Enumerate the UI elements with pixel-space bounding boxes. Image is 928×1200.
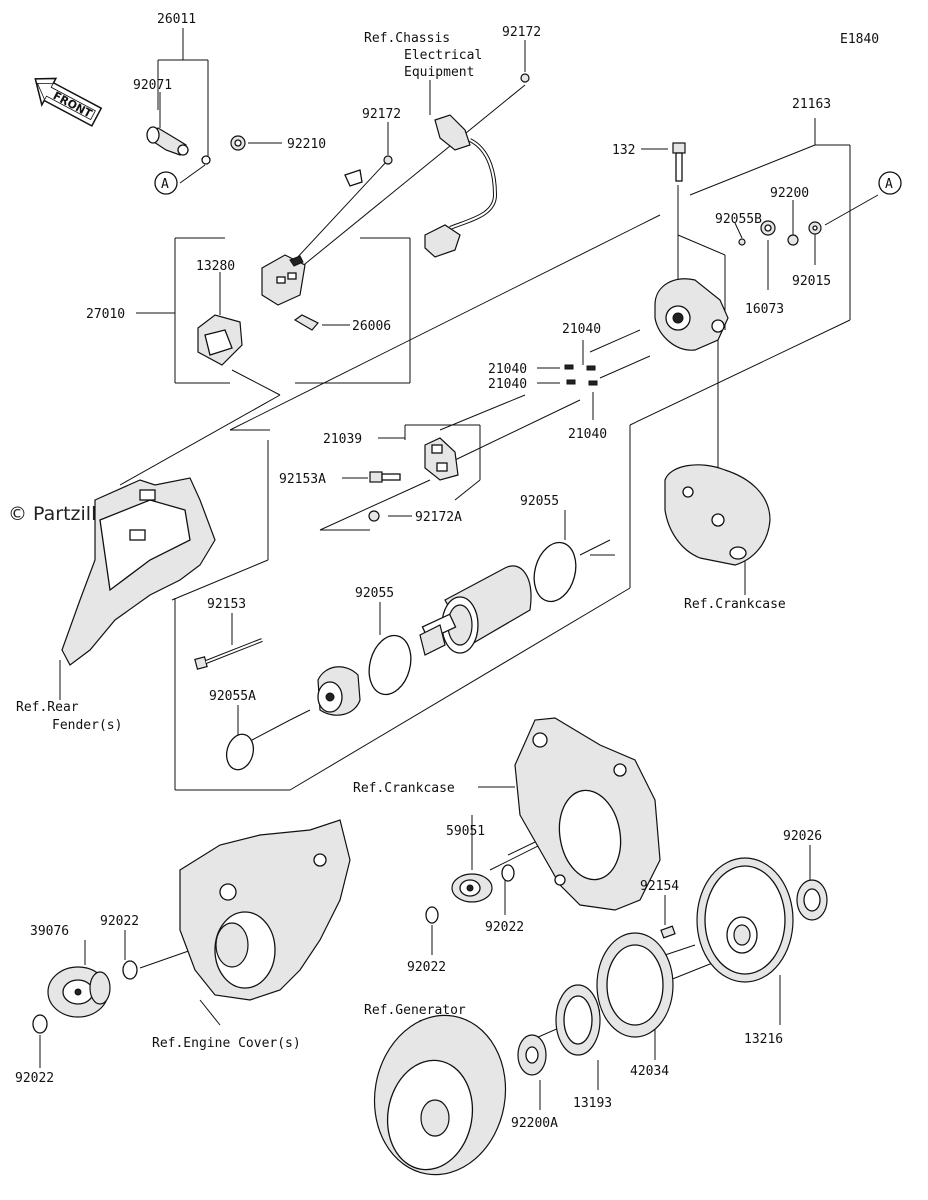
- bearing-92026: [796, 879, 828, 921]
- part-92022-mid-right: 92022: [485, 920, 524, 935]
- reference-labels: Ref.Chassis Electrical Equipment Ref.Rea…: [16, 31, 786, 1051]
- part-21040-c: 21040: [488, 377, 527, 392]
- ref-rear-fender-line2: Fender(s): [52, 718, 122, 733]
- part-13193: 13193: [573, 1096, 612, 1111]
- callout-a-left: A: [154, 171, 178, 195]
- part-21163: 21163: [792, 97, 831, 112]
- one-way-clutch-13193: [555, 984, 601, 1056]
- front-arrow-icon: FRONT: [34, 77, 103, 127]
- ref-chassis-line3: Equipment: [404, 65, 474, 80]
- leader-lines: [39, 28, 879, 1110]
- part-92015: 92015: [792, 274, 831, 289]
- callout-a-left-label: A: [161, 177, 169, 192]
- washer-92022-mid-left: [425, 906, 439, 924]
- bolt-92153: [194, 638, 263, 670]
- part-13216: 13216: [744, 1032, 783, 1047]
- chassis-harness: [424, 114, 498, 258]
- part-21040-d: 21040: [568, 427, 607, 442]
- part-labels: 26011 92071 92210 92172 92172 13280 2701…: [15, 12, 831, 1131]
- screw-92172A: [368, 510, 380, 522]
- part-39076: 39076: [30, 924, 69, 939]
- part-92022-left: 92022: [100, 914, 139, 929]
- ref-chassis-line2: Electrical: [404, 48, 482, 63]
- bolt-92172-top: [520, 73, 530, 83]
- bolt-92153A: [369, 471, 401, 483]
- ref-rear-fender-line1: Ref.Rear: [16, 700, 79, 715]
- starter-motor-body: [419, 565, 532, 656]
- bolt-132: [672, 142, 686, 182]
- washer-92200: [787, 234, 799, 246]
- part-92022-mid-left: 92022: [407, 960, 446, 975]
- ref-engine-cover: Ref.Engine Cover(s): [152, 1036, 301, 1051]
- oring-92055-right: [533, 541, 577, 603]
- starter-cable-26011: [146, 126, 363, 216]
- part-21040-a: 21040: [562, 322, 601, 337]
- part-92200A: 92200A: [511, 1116, 558, 1131]
- front-cover: [317, 666, 361, 716]
- part-92071: 92071: [133, 78, 172, 93]
- part-27010: 27010: [86, 307, 125, 322]
- crankcase-upper: [664, 464, 771, 566]
- part-92172-top: 92172: [502, 25, 541, 40]
- part-92210: 92210: [287, 137, 326, 152]
- starter-relay-27010: [261, 254, 306, 306]
- rear-fender: [61, 477, 216, 666]
- callout-a-right: A: [878, 171, 902, 195]
- part-92022-bottom-left: 92022: [15, 1071, 54, 1086]
- part-26011: 26011: [157, 12, 196, 27]
- washer-92022-left: [122, 960, 138, 980]
- part-92172A: 92172A: [415, 510, 462, 525]
- part-21040-b: 21040: [488, 362, 527, 377]
- idle-gear-59051: [451, 873, 493, 903]
- part-92200: 92200: [770, 186, 809, 201]
- relay-boot-13280: [197, 314, 243, 366]
- diagram-code: E1840: [840, 32, 879, 47]
- oring-92055-left: [368, 634, 412, 696]
- part-16073: 16073: [745, 302, 784, 317]
- starter-clutch-gear-13216: [696, 857, 794, 983]
- ref-chassis-line1: Ref.Chassis: [364, 31, 450, 46]
- part-92172-mid: 92172: [362, 107, 401, 122]
- part-92154: 92154: [640, 879, 679, 894]
- washer-92022-mid-right: [501, 864, 515, 882]
- washer-92022-bottom-left: [32, 1014, 48, 1034]
- part-13280: 13280: [196, 259, 235, 274]
- engine-cover: [179, 819, 351, 1001]
- callout-a-right-label: A: [885, 177, 893, 192]
- part-92055A: 92055A: [209, 689, 256, 704]
- part-21039: 21039: [323, 432, 362, 447]
- gear-39076: [47, 966, 111, 1018]
- starter-bracket-21163: [654, 278, 729, 351]
- part-59051: 59051: [446, 824, 485, 839]
- part-92153A: 92153A: [279, 472, 326, 487]
- part-92055B: 92055B: [715, 212, 762, 227]
- generator-rotor: [373, 1014, 507, 1176]
- bolt-92154: [660, 925, 676, 939]
- part-132: 132: [612, 143, 635, 158]
- brush-holder-21039: [424, 437, 459, 481]
- oring-92055B: [738, 238, 746, 246]
- part-92055-right: 92055: [520, 494, 559, 509]
- ref-crankcase-upper: Ref.Crankcase: [684, 597, 786, 612]
- collar-16073: [760, 220, 776, 236]
- bolt-92172-mid: [383, 155, 393, 165]
- brushes-21040: [564, 364, 598, 386]
- part-92055-left: 92055: [355, 586, 394, 601]
- fuse-26006: [293, 314, 319, 331]
- part-42034: 42034: [630, 1064, 669, 1079]
- nut-92210: [230, 135, 246, 151]
- crankcase-mid: [514, 717, 661, 911]
- nut-92015: [808, 221, 822, 235]
- oring-92055A: [225, 733, 255, 771]
- part-92026: 92026: [783, 829, 822, 844]
- part-26006: 26006: [352, 319, 391, 334]
- ref-crankcase-mid: Ref.Crankcase: [353, 781, 455, 796]
- washer-92200A: [517, 1034, 547, 1076]
- one-way-clutch-housing-42034: [596, 932, 674, 1038]
- part-92153: 92153: [207, 597, 246, 612]
- ref-generator: Ref.Generator: [364, 1003, 466, 1018]
